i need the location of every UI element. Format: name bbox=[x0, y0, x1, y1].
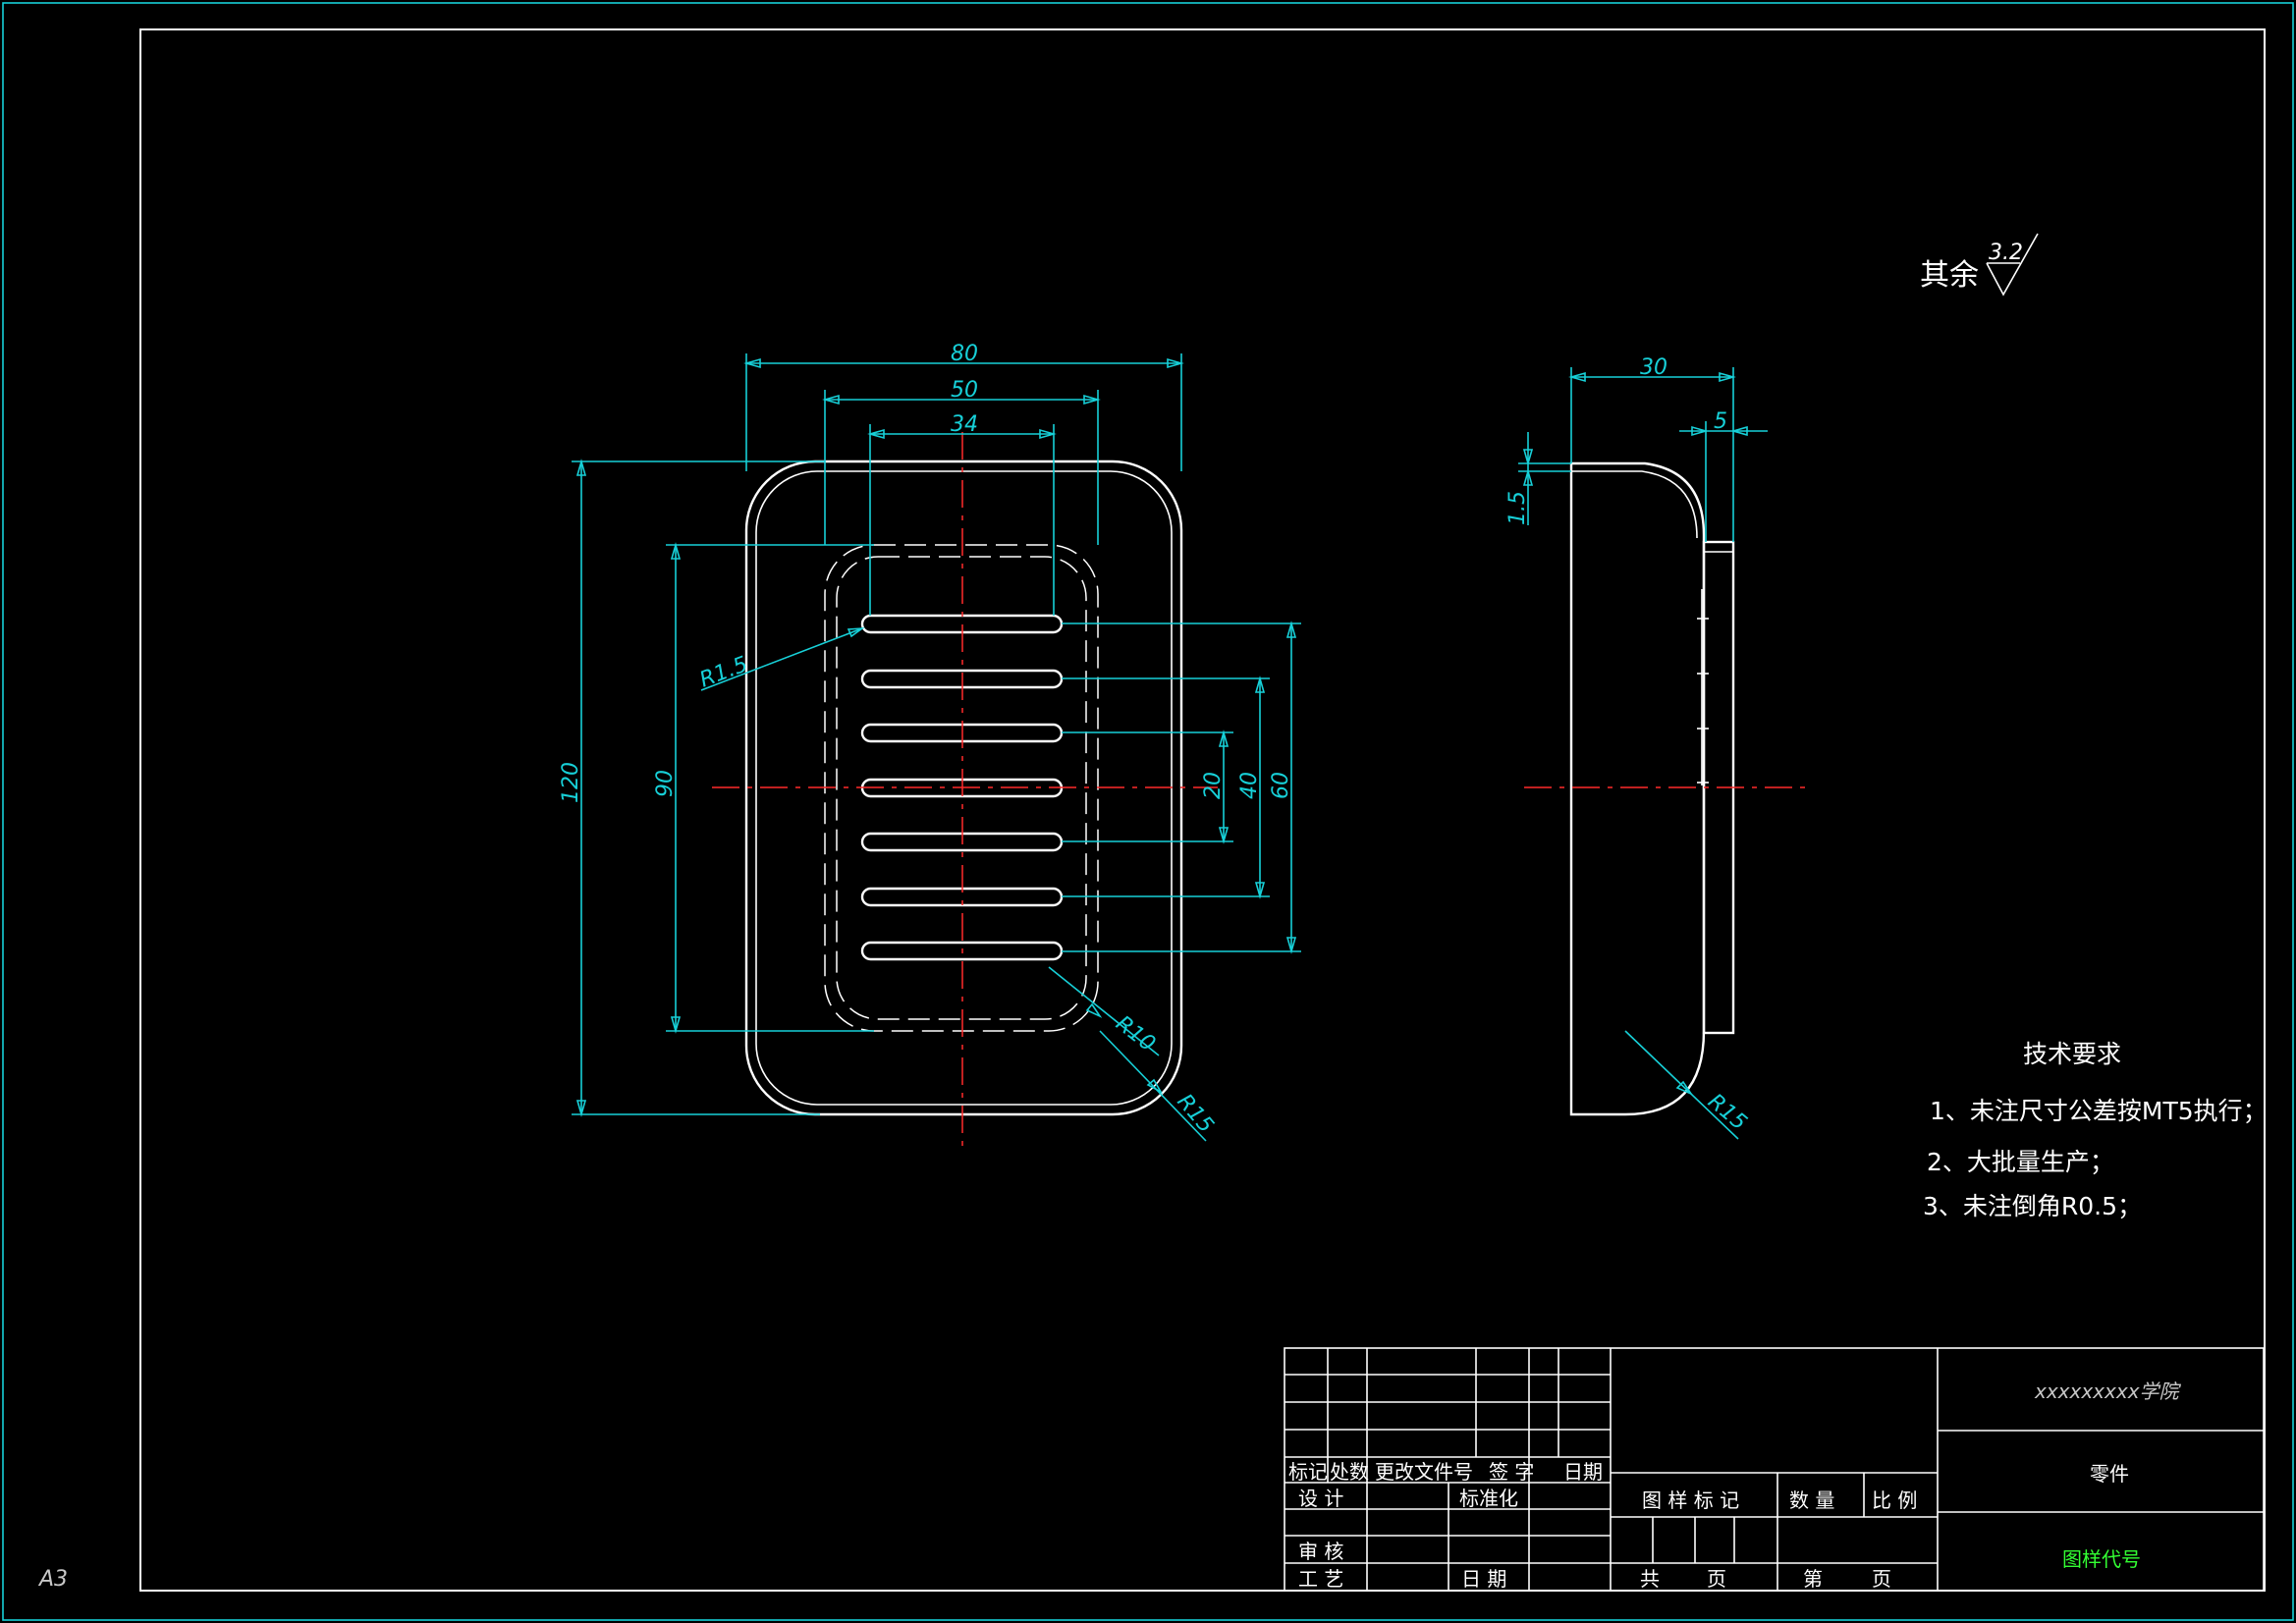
dim-width-inner-label: 50 bbox=[951, 378, 978, 403]
tb-school: xxxxxxxxx学院 bbox=[2034, 1380, 2182, 1403]
dim-side-wall-thickness-label: 1.5 bbox=[1505, 491, 1530, 525]
dim-slot-span-large: 60 bbox=[1062, 621, 1301, 954]
dim-slot-span-small: 20 bbox=[1062, 730, 1233, 844]
tb-scale: 比 例 bbox=[1872, 1488, 1917, 1512]
tech-requirement-item: 3、未注倒角R0.5； bbox=[1923, 1192, 2142, 1220]
dim-slot-span-small-label: 20 bbox=[1201, 772, 1226, 799]
dim-height-outer-label: 120 bbox=[559, 762, 583, 803]
dim-width-inner: 50 bbox=[822, 378, 1101, 545]
side-view: 30 5 1.5 R15 bbox=[1505, 355, 1812, 1140]
dim-height-inner-label: 90 bbox=[653, 770, 678, 797]
dim-side-wall-thickness: 1.5 bbox=[1505, 432, 1571, 525]
dim-side-corner-radius: R15 bbox=[1624, 1030, 1751, 1140]
side-rim-inner bbox=[1571, 470, 1698, 539]
dim-slot-span-large-label: 60 bbox=[1269, 772, 1293, 799]
drawing-frame bbox=[139, 28, 2266, 1592]
dim-slot-length: 34 bbox=[867, 412, 1057, 616]
dim-width-outer-label: 80 bbox=[951, 342, 978, 366]
dim-side-rim-width: 5 bbox=[1679, 409, 1768, 542]
dim-side-depth-label: 30 bbox=[1640, 355, 1667, 380]
dim-slot-radius-label: R1.5 bbox=[696, 652, 751, 692]
tb-review: 审 核 bbox=[1298, 1540, 1343, 1563]
dim-inner-corner-radius: R10 bbox=[1048, 966, 1160, 1056]
tb-page-unit2: 页 bbox=[1872, 1567, 1891, 1591]
front-view: 80 50 34 120 90 bbox=[559, 342, 1301, 1149]
dim-height-inner: 90 bbox=[653, 542, 874, 1034]
dim-slot-length-label: 34 bbox=[951, 412, 978, 437]
tb-quantity: 数 量 bbox=[1789, 1488, 1834, 1512]
dim-slot-span-mid: 40 bbox=[1062, 676, 1270, 899]
dim-side-depth: 30 bbox=[1568, 355, 1736, 542]
dim-height-outer: 120 bbox=[559, 459, 825, 1117]
tb-drawing-mark: 图 样 标 记 bbox=[1642, 1488, 1739, 1512]
tb-rev-count: 处数 bbox=[1330, 1460, 1369, 1484]
tb-rev-sign: 签 字 bbox=[1489, 1460, 1534, 1484]
tb-rev-mark: 标记 bbox=[1288, 1460, 1328, 1484]
tb-part-name: 零件 bbox=[2090, 1462, 2129, 1486]
tb-process: 工 艺 bbox=[1298, 1567, 1343, 1591]
tb-rev-date: 日期 bbox=[1563, 1460, 1603, 1484]
front-hidden-pocket-inner bbox=[836, 556, 1087, 1020]
tb-total: 共 bbox=[1640, 1567, 1660, 1591]
roughness-value: 3.2 bbox=[1989, 241, 2023, 265]
tb-drawing-code: 图样代号 bbox=[2062, 1547, 2141, 1571]
side-slot-marks bbox=[1697, 589, 1709, 785]
tb-standardization: 标准化 bbox=[1459, 1487, 1518, 1510]
tech-requirement-item: 2、大批量生产； bbox=[1927, 1148, 2114, 1176]
tech-requirement-item: 1、未注尺寸公差按MT5执行； bbox=[1930, 1097, 2268, 1125]
roughness-prefix: 其余 bbox=[1920, 258, 1979, 293]
tb-page-unit: 页 bbox=[1707, 1567, 1726, 1591]
tb-page-no: 第 bbox=[1803, 1567, 1823, 1591]
dim-slot-span-mid-label: 40 bbox=[1237, 772, 1262, 799]
tech-requirements-title: 技术要求 bbox=[2023, 1040, 2121, 1068]
tech-requirements: 技术要求 1、未注尺寸公差按MT5执行； 2、大批量生产； 3、未注倒角R0.5… bbox=[1923, 1040, 2268, 1220]
dim-side-rim-width-label: 5 bbox=[1714, 409, 1727, 434]
dim-outer-corner-radius: R15 bbox=[1099, 1030, 1218, 1142]
title-block: 标记 处数 更改文件号 签 字 日期 设 计 标准化 审 核 工 艺 日 期 图… bbox=[1284, 1347, 2265, 1592]
sheet-size-label: A3 bbox=[37, 1567, 68, 1592]
tb-rev-doc: 更改文件号 bbox=[1375, 1460, 1473, 1484]
tb-date: 日 期 bbox=[1461, 1567, 1506, 1591]
tb-design: 设 计 bbox=[1298, 1487, 1343, 1510]
roughness-symbol: 其余 3.2 bbox=[1920, 233, 2039, 297]
dim-width-outer: 80 bbox=[743, 342, 1184, 471]
side-outline bbox=[1569, 461, 1706, 1116]
